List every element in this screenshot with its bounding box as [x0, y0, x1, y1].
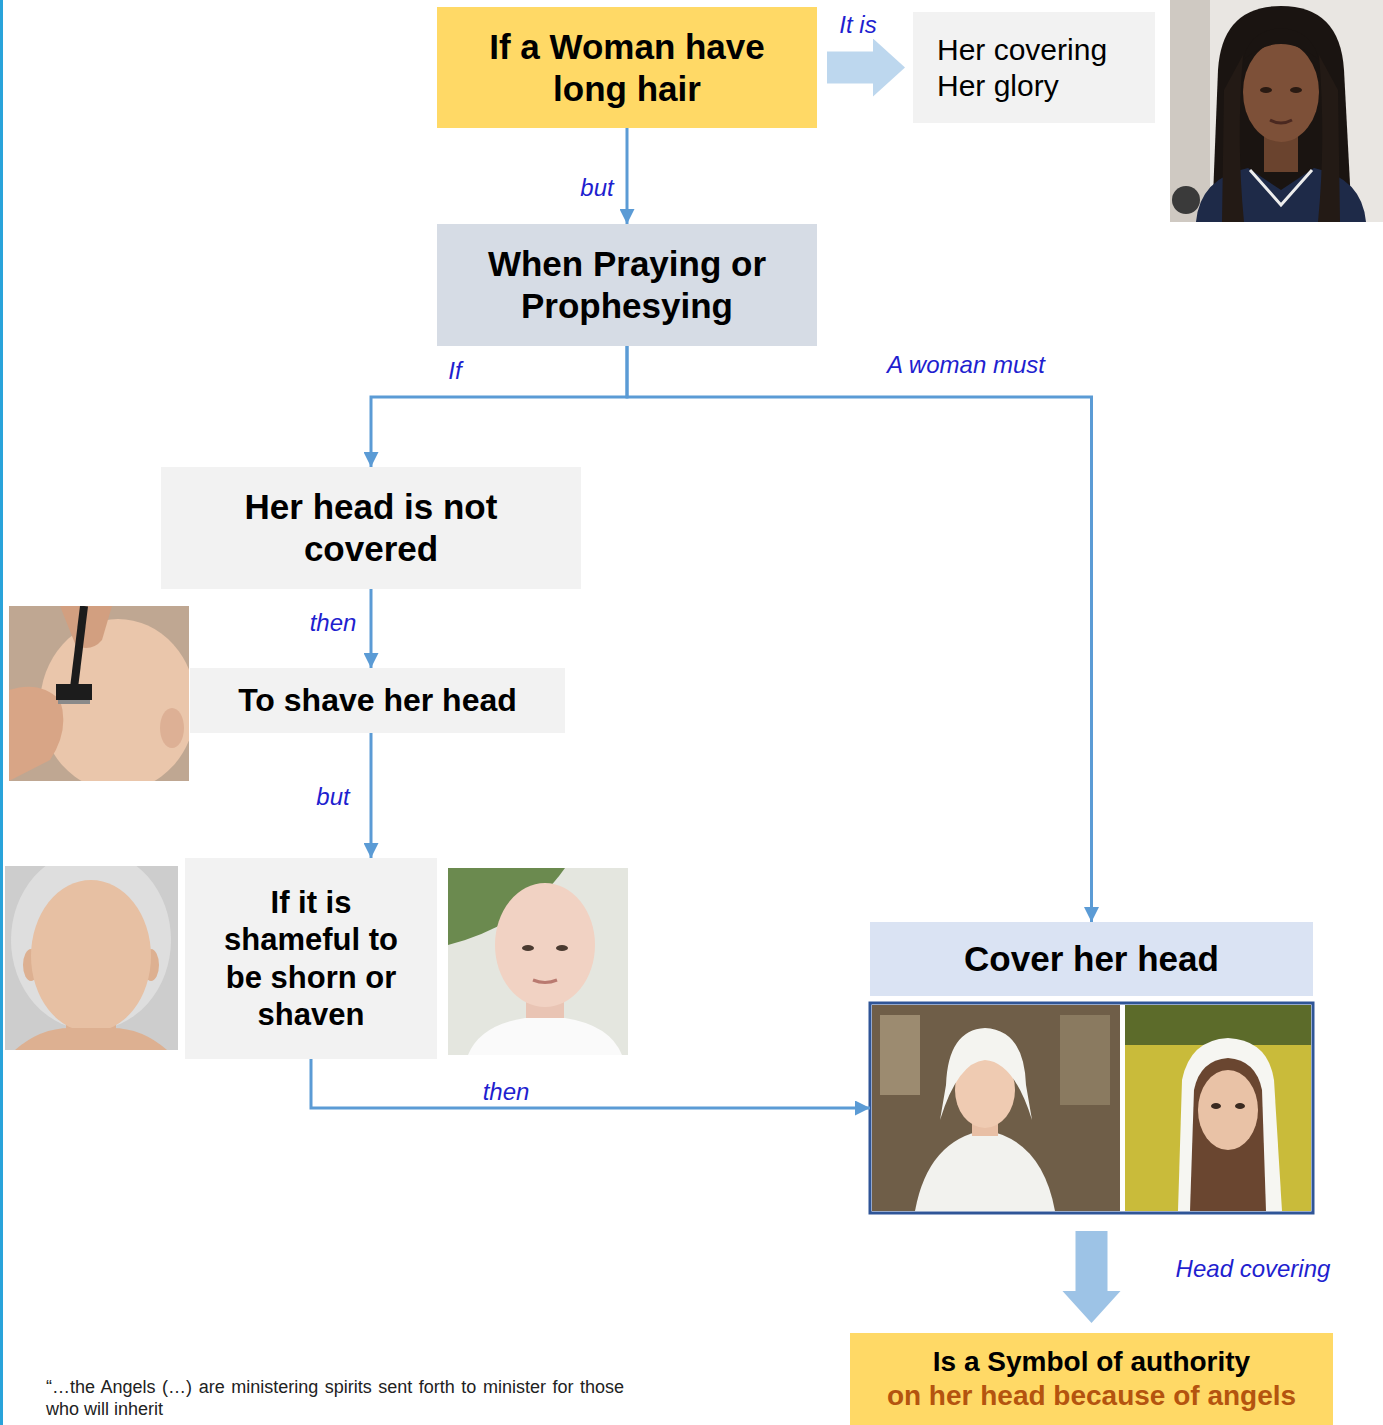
- node-text: Her glory: [937, 68, 1059, 104]
- photo-foliage: [1125, 1005, 1311, 1045]
- connector-arrow: [311, 1059, 870, 1108]
- connector-arrow: [627, 346, 1092, 922]
- face: [1198, 1070, 1258, 1150]
- woman-photo: [1170, 0, 1383, 222]
- node-text: Is a Symbol of authority: [933, 1345, 1250, 1379]
- edge-label: but: [313, 783, 352, 812]
- ear: [160, 708, 184, 748]
- connector-arrow: [371, 346, 627, 467]
- razor-head: [56, 684, 92, 700]
- result-box: Her coveringHer glory: [913, 12, 1155, 123]
- photo-divider: [1120, 1005, 1125, 1211]
- condition-box: If a Woman have long hair: [437, 7, 817, 128]
- edge-label: Head covering: [1173, 1255, 1334, 1284]
- photo-window: [1060, 1015, 1110, 1105]
- photo-background: [1170, 0, 1383, 222]
- veil: [1178, 1038, 1282, 1211]
- hair-strand: [1222, 55, 1244, 222]
- bald-head: [31, 880, 151, 1032]
- condition-box: Her head is not covered: [161, 467, 581, 589]
- conclusion-box: Is a Symbol of authorityon her head beca…: [850, 1333, 1333, 1425]
- page-edge-bar: [0, 0, 3, 1425]
- node-text: on her head because of angels: [887, 1379, 1296, 1413]
- dress: [915, 1130, 1055, 1211]
- action-box: Cover her head: [870, 922, 1313, 1213]
- bald-woman-photo: [448, 868, 628, 1055]
- node-text: Her head is not covered: [185, 486, 557, 570]
- edge-label: but: [577, 174, 616, 203]
- eye: [1260, 87, 1272, 93]
- eye: [556, 945, 568, 951]
- node-text: When Praying or Prophesying: [457, 243, 797, 327]
- band-text: Cover her head: [870, 922, 1313, 996]
- eye: [1290, 87, 1302, 93]
- block-arrow: [1063, 1231, 1121, 1323]
- razor-handle: [74, 606, 84, 688]
- hair-fringe: [1243, 28, 1319, 60]
- photo-background: [1125, 1005, 1311, 1211]
- kerchief: [940, 1028, 1032, 1120]
- node-text: To shave her head: [238, 681, 517, 719]
- bald-head: [495, 883, 595, 1007]
- quote-note: “…the Angels (…) are ministering spirits…: [46, 1376, 624, 1420]
- eye: [1211, 1103, 1221, 1109]
- edge-label: then: [307, 609, 360, 638]
- connector-arrow: [370, 733, 373, 858]
- veil-photo: [1125, 1005, 1311, 1211]
- bald-head: [40, 619, 189, 781]
- razor-blade: [58, 700, 90, 704]
- process-box: To shave her head: [190, 668, 565, 733]
- hair-strand: [1318, 55, 1340, 222]
- lips: [1270, 120, 1292, 123]
- node-text: If a Woman have long hair: [457, 26, 797, 110]
- lips: [533, 980, 557, 983]
- connector-arrow: [370, 589, 373, 668]
- edge-label: A woman must: [884, 351, 1048, 380]
- condition-box: If it is shameful to be shorn or shaven: [185, 858, 437, 1059]
- kerchief-photo: [872, 1005, 1120, 1211]
- node-text: If it is shameful to be shorn or shaven: [215, 884, 407, 1033]
- edge-label: It is: [836, 11, 879, 40]
- node-text: Her covering: [937, 32, 1107, 68]
- face: [1243, 42, 1319, 142]
- microphone: [1172, 186, 1200, 214]
- shoulders: [15, 1028, 167, 1050]
- shirt: [1196, 168, 1366, 222]
- block-arrow: [827, 39, 905, 97]
- razor-photo: [9, 606, 189, 781]
- hand: [9, 687, 63, 781]
- shirt: [468, 1018, 622, 1055]
- shirt-stripe: [1250, 170, 1312, 205]
- hair: [1190, 1058, 1266, 1211]
- photo-background: [448, 868, 628, 1055]
- context-box: When Praying or Prophesying: [437, 224, 817, 346]
- edge-label: then: [480, 1078, 533, 1107]
- eye: [522, 945, 534, 951]
- edge-label: If: [445, 357, 464, 386]
- photo-wall: [1170, 0, 1210, 222]
- eye: [1235, 1103, 1245, 1109]
- connector-arrow: [626, 128, 629, 224]
- photo-frame: [870, 1003, 1313, 1213]
- photo-window: [880, 1015, 920, 1095]
- bald-back-photo: [5, 866, 178, 1050]
- photo-background: [872, 1005, 1120, 1211]
